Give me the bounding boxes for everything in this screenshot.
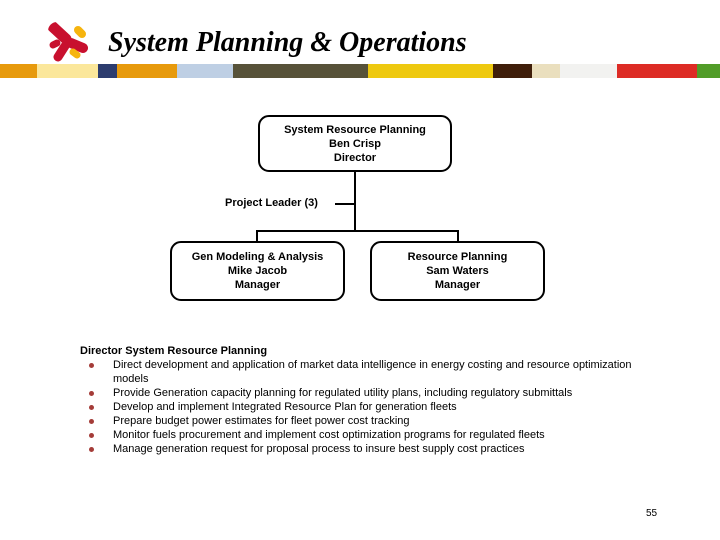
stripe-segment bbox=[0, 64, 37, 78]
stripe-segment bbox=[560, 64, 617, 78]
org-box-department: System Resource Planning bbox=[284, 123, 426, 136]
connector-root-vertical bbox=[354, 172, 356, 232]
stripe-segment bbox=[233, 64, 368, 78]
list-item: Provide Generation capacity planning for… bbox=[80, 386, 632, 400]
body-heading: Director System Resource Planning bbox=[80, 345, 268, 357]
stripe-segment bbox=[532, 64, 560, 78]
list-item: Develop and implement Integrated Resourc… bbox=[80, 400, 632, 414]
stripe-segment bbox=[617, 64, 697, 78]
org-box-department: Resource Planning bbox=[407, 251, 508, 263]
stripe-segment bbox=[493, 64, 532, 78]
org-box-person: Mike Jacob bbox=[227, 265, 288, 277]
decorative-color-stripe bbox=[0, 64, 720, 78]
list-item: Prepare budget power estimates for fleet… bbox=[80, 414, 632, 428]
list-item: Manage generation request for proposal p… bbox=[80, 442, 632, 456]
list-item: Direct development and application of ma… bbox=[80, 358, 632, 386]
connector-drop-right bbox=[457, 230, 459, 241]
stripe-segment bbox=[37, 64, 98, 78]
director-description-block: Director System Resource Planning Direct… bbox=[80, 344, 640, 456]
stripe-segment bbox=[117, 64, 177, 78]
stripe-segment bbox=[177, 64, 233, 78]
org-box-resource-planning: Resource Planning Sam Waters Manager bbox=[370, 241, 545, 301]
stripe-segment bbox=[368, 64, 493, 78]
stripe-segment bbox=[98, 64, 117, 78]
org-box-role: Manager bbox=[434, 279, 481, 291]
org-box-person: Ben Crisp bbox=[329, 137, 381, 150]
org-box-role: Manager bbox=[234, 279, 281, 291]
org-box-gen-modeling: Gen Modeling & Analysis Mike Jacob Manag… bbox=[170, 241, 345, 301]
project-leader-label: Project Leader (3) bbox=[225, 197, 318, 209]
org-box-director: System Resource Planning Ben Crisp Direc… bbox=[258, 115, 452, 172]
connector-horizontal bbox=[256, 230, 459, 232]
stripe-segment bbox=[697, 64, 720, 78]
connector-label-tick bbox=[335, 203, 355, 205]
connector-drop-left bbox=[256, 230, 258, 241]
page-number: 55 bbox=[646, 508, 658, 519]
org-box-department: Gen Modeling & Analysis bbox=[191, 251, 324, 263]
slide-title: System Planning & Operations bbox=[108, 27, 467, 58]
list-item: Monitor fuels procurement and implement … bbox=[80, 428, 632, 442]
responsibility-list: Direct development and application of ma… bbox=[80, 358, 632, 456]
org-box-person: Sam Waters bbox=[426, 265, 489, 277]
org-box-role: Director bbox=[333, 151, 377, 164]
company-pinwheel-logo-icon bbox=[48, 22, 88, 62]
